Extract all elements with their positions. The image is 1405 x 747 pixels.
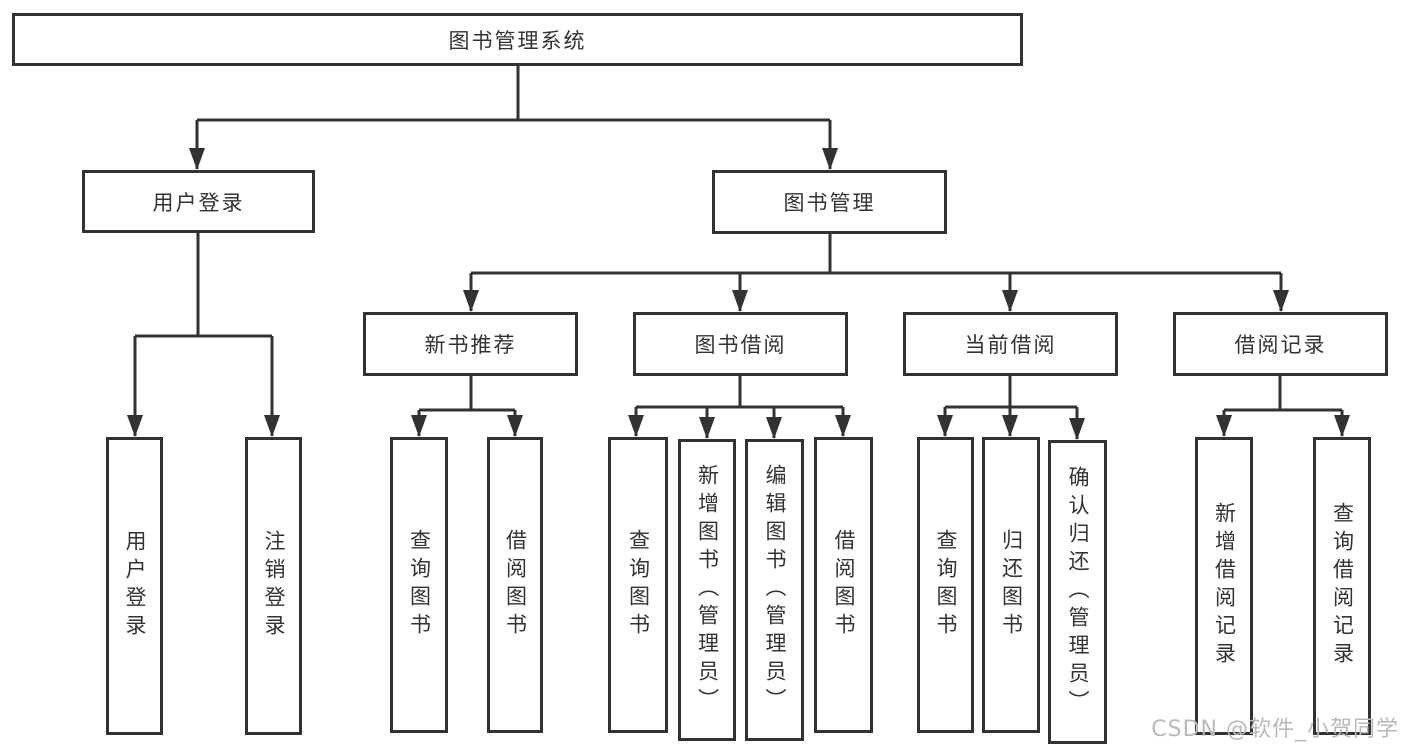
leaf-bor-edit-books: 编辑图书（管理员）: [745, 439, 804, 741]
leaf-label: 归还图书: [999, 529, 1024, 641]
leaf-label: 查询图书: [626, 529, 651, 641]
leaf-label: 注销登录: [262, 530, 287, 642]
node-new-book-rec: 新书推荐: [363, 312, 578, 376]
connector-new-book: [419, 375, 515, 412]
connector-book-mgmt: [471, 233, 1281, 275]
leaf-label: 新增图书（管理员）: [695, 464, 720, 716]
leaf-record-add: 新增借阅记录: [1195, 437, 1253, 735]
leaf-bor-borrow-books: 借阅图书: [814, 437, 873, 733]
leaf-label: 查询借阅记录: [1330, 502, 1355, 670]
leaf-label: 查询图书: [407, 529, 432, 641]
connector-book-borrow: [636, 375, 843, 409]
trunk-lines: [135, 66, 1342, 412]
leaf-rec-borrow-books: 借阅图书: [487, 437, 543, 733]
leaf-logout: 注销登录: [245, 437, 302, 735]
node-current-borrow: 当前借阅: [903, 312, 1118, 376]
leaf-label: 确认归还（管理员）: [1066, 466, 1091, 718]
leaf-label: 借阅图书: [832, 529, 857, 641]
node-root: 图书管理系统: [12, 13, 1023, 66]
connector-borrow-record: [1224, 375, 1342, 412]
node-user-login: 用户登录: [82, 170, 315, 233]
leaf-label: 新增借阅记录: [1212, 502, 1237, 670]
leaf-bor-query-books: 查询图书: [608, 437, 668, 733]
leaf-cur-confirm-return: 确认归还（管理员）: [1048, 440, 1107, 744]
arrow-lines: [127, 120, 1350, 440]
node-book-mgmt: 图书管理: [712, 170, 947, 234]
leaf-rec-query-books: 查询图书: [390, 437, 448, 733]
node-borrow-record: 借阅记录: [1173, 312, 1388, 376]
leaf-record-query: 查询借阅记录: [1313, 437, 1371, 735]
leaf-bor-add-books: 新增图书（管理员）: [678, 439, 736, 741]
connector-user-login: [135, 232, 272, 338]
leaf-label: 查询图书: [934, 529, 959, 641]
leaf-cur-return-books: 归还图书: [982, 437, 1040, 733]
node-book-borrow: 图书借阅: [633, 312, 848, 376]
leaf-label: 编辑图书（管理员）: [763, 464, 788, 716]
leaf-user-login: 用户登录: [106, 437, 163, 735]
watermark: CSDN @软件_小贺同学: [1151, 717, 1399, 742]
leaf-label: 用户登录: [123, 530, 148, 642]
connector-root: [197, 66, 830, 122]
leaf-cur-query-books: 查询图书: [917, 437, 974, 733]
connector-current-borrow: [945, 375, 1077, 409]
leaf-label: 借阅图书: [503, 529, 528, 641]
